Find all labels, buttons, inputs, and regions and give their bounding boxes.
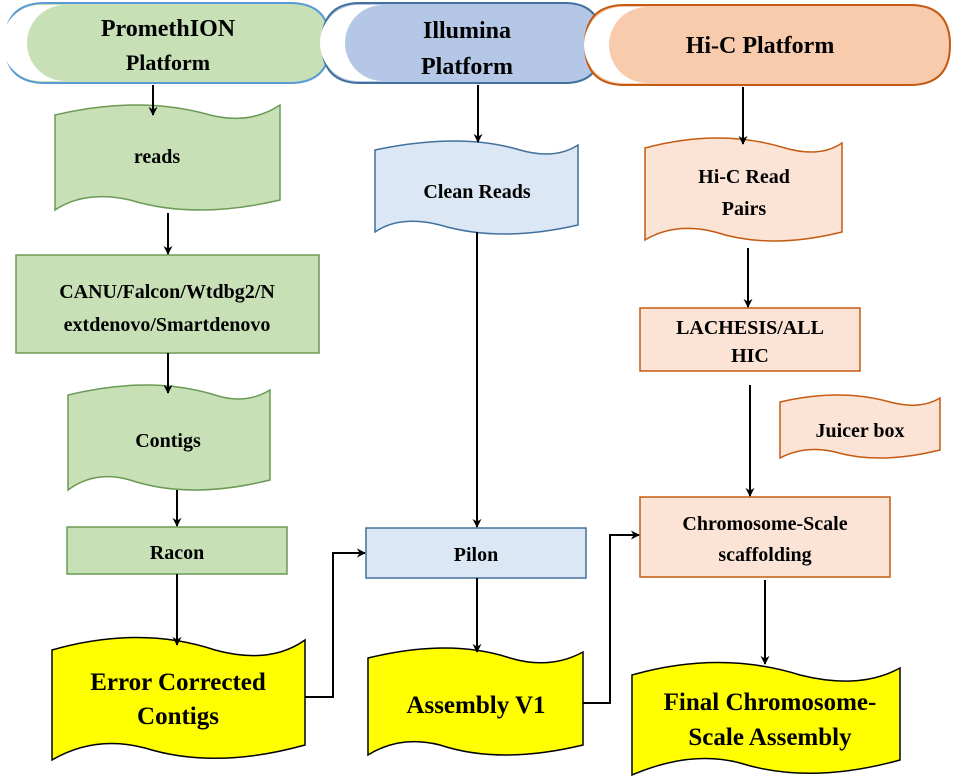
header-illumina-notch: [320, 5, 383, 81]
lachesis-line2: HIC: [731, 345, 769, 367]
scaffolding-line1: Chromosome-Scale: [682, 513, 847, 535]
final-assembly-node: [631, 661, 901, 777]
assemblers-node: [15, 254, 320, 354]
juicer-node: [779, 394, 941, 460]
header-hic-label: Hi-C Platform: [686, 33, 835, 59]
header-illumina-line2: Platform: [421, 54, 513, 80]
lachesis-node: [639, 307, 861, 372]
racon-label: Racon: [150, 542, 204, 564]
arrow-assembly-v1-to-scaffolding: [583, 530, 640, 704]
assemblers-line2: extdenovo/Smartdenovo: [64, 314, 271, 336]
corrected-line2: Contigs: [137, 703, 219, 730]
scaffolding-line2: scaffolding: [718, 544, 811, 566]
hic-read-pairs-node: [644, 137, 843, 242]
contigs-label: Contigs: [135, 430, 201, 452]
header-promethion-notch: [2, 5, 65, 81]
scaffolding-node: [639, 496, 891, 578]
arrows: [148, 85, 770, 704]
hic-read-pairs-line1: Hi-C Read: [698, 166, 790, 188]
contigs-node: [67, 384, 271, 492]
pilon-label: Pilon: [454, 544, 498, 566]
header-promethion-line2: Platform: [126, 50, 210, 75]
header-illumina-line1: Illumina: [423, 18, 511, 44]
hic-read-pairs-line2: Pairs: [722, 198, 767, 220]
arrow-corrected-to-pilon: [305, 548, 366, 698]
pilon-node: [365, 527, 587, 579]
assemblers-line1: CANU/Falcon/Wtdbg2/N: [59, 281, 275, 303]
reads-label: reads: [134, 146, 181, 168]
clean-reads-label: Clean Reads: [423, 181, 530, 203]
clean-reads-node: [374, 140, 579, 235]
final-assembly-line2: Scale Assembly: [688, 724, 852, 751]
racon-node: [66, 526, 288, 575]
assembly-v1-node: [367, 647, 584, 757]
header-promethion-line1: PromethION: [101, 16, 236, 42]
corrected-line1: Error Corrected: [90, 669, 266, 696]
assembly-v1-label: Assembly V1: [406, 692, 545, 719]
final-assembly-line1: Final Chromosome-: [664, 689, 877, 716]
juicer-label: Juicer box: [815, 420, 904, 442]
corrected-node: [51, 636, 306, 762]
header-hic-shape: [583, 4, 952, 86]
lachesis-line1: LACHESIS/ALL: [676, 317, 824, 339]
header-hic-notch: [584, 7, 647, 83]
